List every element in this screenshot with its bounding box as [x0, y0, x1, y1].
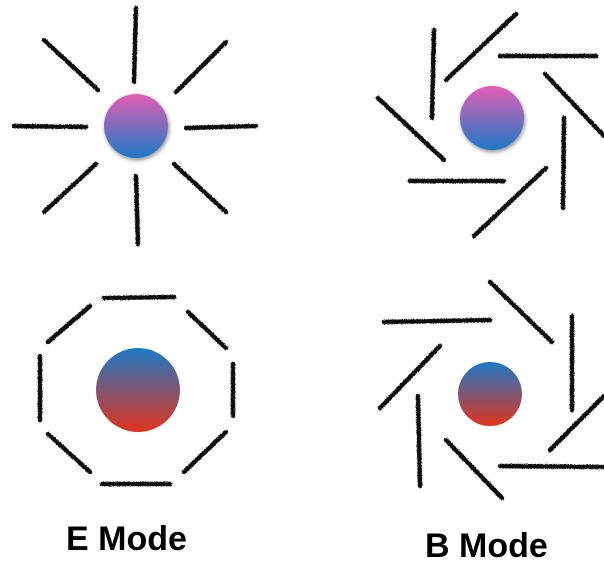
ball — [460, 86, 524, 150]
b-mode-pinwheel-top-panel — [375, 11, 604, 239]
stick-top — [101, 294, 177, 301]
stick-e — [183, 123, 259, 131]
stick-7 — [415, 393, 423, 489]
stick-6 — [471, 165, 549, 239]
stick-1 — [381, 317, 493, 325]
stick-2 — [487, 279, 555, 345]
stick-2 — [443, 11, 519, 83]
stick-w — [11, 123, 89, 130]
stick-top-right — [185, 309, 229, 351]
stick-top-left — [45, 303, 93, 345]
stick-bottom-left — [45, 431, 93, 475]
stick-ne — [173, 39, 229, 95]
stick-4 — [547, 393, 604, 453]
radial-sticks — [11, 5, 259, 247]
stick-n — [131, 5, 139, 85]
stick-4 — [542, 71, 604, 139]
stick-5 — [560, 115, 567, 211]
stick-s — [133, 173, 141, 247]
stick-5 — [497, 463, 604, 470]
stick-bottom-right — [181, 429, 229, 475]
e-mode-radial-panel — [11, 5, 259, 247]
stick-se — [171, 161, 229, 215]
b-mode-label: B Mode — [425, 527, 548, 565]
e-mode-tangential-panel — [37, 294, 236, 487]
b-mode-pinwheel-bottom-panel — [377, 279, 604, 501]
octagon-sticks — [37, 294, 236, 487]
pinwheel-sticks-bottom — [377, 279, 604, 501]
e-mode-label: E Mode — [66, 520, 187, 558]
stick-1 — [429, 27, 437, 121]
ball — [104, 94, 168, 158]
stick-nw — [41, 37, 101, 93]
pinwheel-sticks-top — [375, 11, 604, 239]
ball — [96, 348, 180, 432]
stick-6 — [443, 437, 505, 501]
ball — [458, 362, 522, 426]
stick-sw — [41, 161, 99, 215]
stick-8 — [377, 343, 443, 411]
stick-8 — [375, 95, 447, 163]
